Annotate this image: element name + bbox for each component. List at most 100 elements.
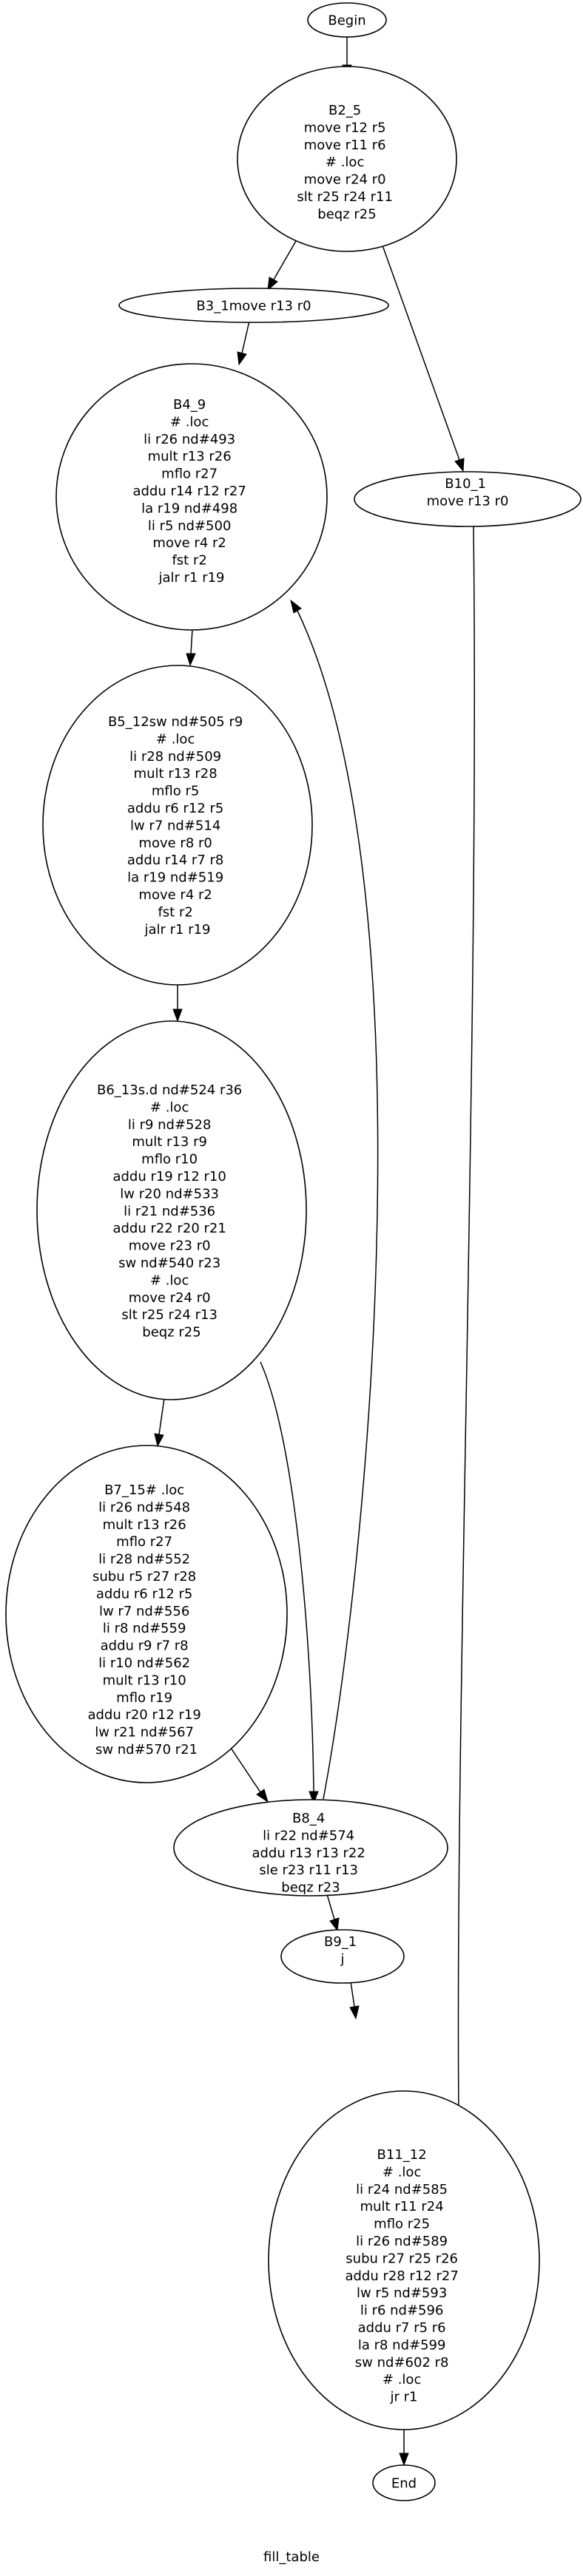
node-line: # .loc: [383, 2164, 421, 2180]
node-b8-text: B8_4 li r22 nd#574 addu r13 r13 r22 sle …: [252, 1811, 369, 1896]
node-line: mflo r5: [152, 784, 199, 799]
node-begin-text: Begin: [328, 13, 365, 28]
nodes: Begin B2_5 move r12 r5 move r11 r6 # .lo…: [5, 2, 582, 2501]
node-line: mflo r27: [161, 467, 218, 482]
node-b2: B2_5 move r12 r5 move r11 r6 # .loc move…: [237, 66, 457, 252]
node-line: addu r22 r20 r21: [112, 1221, 226, 1236]
edge-b6-b7: [158, 1397, 165, 1435]
node-line: addu r20 r12 r19: [87, 1707, 200, 1723]
node-b3-text: B3_1move r13 r0: [196, 298, 311, 313]
node-line: move r12 r5: [304, 120, 386, 135]
node-line: li r24 nd#585: [356, 2182, 448, 2197]
node-line: sw nd#570 r21: [95, 1742, 198, 1758]
node-line: addu r14 r12 r27: [132, 484, 246, 499]
edges: [154, 37, 476, 2467]
node-line: li r28 nd#509: [129, 749, 221, 765]
graph-caption: fill_table: [263, 2549, 320, 2565]
node-b2-text: B2_5 move r12 r5 move r11 r6 # .loc move…: [297, 103, 397, 222]
node-b7-text: B7_15# .loc li r26 nd#548 mult r13 r26 m…: [87, 1482, 205, 1758]
node-line: move r8 r0: [138, 835, 212, 851]
edge-b7-b8: [227, 1743, 261, 1793]
edge-b7-b8-arrowhead: [256, 1789, 269, 1803]
node-line: lw r7 nd#556: [99, 1604, 189, 1619]
node-line: jalr r1 r19: [158, 570, 224, 586]
node-b10: B10_1 move r13 r0: [354, 471, 582, 527]
node-line: B5_12sw nd#505 r9: [108, 714, 243, 730]
node-line: lw r20 nd#533: [120, 1186, 219, 1201]
node-line: slt r25 r24 r13: [121, 1307, 218, 1323]
node-line: move r13 r0: [427, 493, 509, 509]
node-line: mult r13 r26: [148, 449, 232, 464]
node-line: # .loc: [170, 414, 209, 430]
node-b7-shape: [5, 1445, 288, 1783]
node-b5-shape: [42, 665, 313, 986]
node-line: addu r7 r5 r6: [358, 2320, 446, 2336]
edge-b6-b8-arrowhead: [309, 1791, 319, 1805]
node-line: move r23 r0: [129, 1238, 211, 1254]
node-b9: B9_1 j: [280, 1929, 405, 1984]
node-end-shape: [372, 2464, 436, 2501]
node-line: # .loc: [150, 1272, 189, 1288]
node-b7: B7_15# .loc li r26 nd#548 mult r13 r26 m…: [5, 1445, 288, 1783]
edge-b10-b11: [457, 526, 476, 2115]
node-line: # .loc: [150, 1099, 189, 1115]
node-line: la r19 nd#519: [127, 870, 223, 886]
node-line: fst r2: [172, 553, 206, 569]
edge-b8-b4-arrowhead: [290, 599, 302, 614]
node-line: addu r9 r7 r8: [101, 1638, 189, 1654]
node-line: # .loc: [383, 2372, 421, 2387]
edge-b5-b6-arrowhead: [172, 1009, 183, 1023]
node-line: mflo r19: [116, 1690, 172, 1706]
node-b4-shape: [55, 363, 328, 631]
node-line: li r10 nd#562: [98, 1655, 190, 1671]
node-b9-shape: [280, 1929, 405, 1984]
node-line: addu r14 r7 r8: [127, 853, 223, 868]
node-begin: Begin: [307, 2, 387, 38]
node-line: addu r6 r12 r5: [127, 801, 223, 816]
node-b9-text: B9_1 j: [324, 1934, 361, 1967]
node-line: la r8 nd#599: [358, 2337, 446, 2353]
node-b11: B11_12 # .loc li r24 nd#585 mult r11 r24…: [268, 2090, 540, 2430]
node-b10-text: B10_1 move r13 r0: [427, 476, 509, 509]
edge-b8-b9: [326, 1894, 335, 1920]
node-line: lw r5 nd#593: [357, 2285, 447, 2301]
node-line: addu r28 r12 r27: [345, 2268, 458, 2284]
node-line: mult r11 r24: [360, 2199, 444, 2214]
node-line: B2_5: [328, 103, 361, 118]
node-b6-shape: [36, 1020, 307, 1400]
node-line: B6_13s.d nd#524 r36: [97, 1082, 242, 1098]
node-b4-text: B4_9 # .loc li r26 nd#493 mult r13 r26 m…: [132, 397, 250, 586]
node-line: li r26 nd#589: [356, 2234, 448, 2249]
edge-b4-b5: [190, 628, 193, 654]
node-line: mflo r27: [116, 1534, 172, 1550]
node-line: mflo r10: [141, 1152, 198, 1167]
node-line: subu r5 r27 r28: [92, 1569, 196, 1584]
edge-b4-b5-arrowhead: [186, 653, 196, 667]
node-line: B10_1: [445, 476, 486, 492]
edge-b8-b9-arrowhead: [329, 1917, 340, 1932]
edge-b2-b10-arrowhead: [454, 458, 465, 472]
node-line: li r21 nd#536: [124, 1204, 215, 1219]
node-b6: B6_13s.d nd#524 r36 # .loc li r9 nd#528 …: [36, 1020, 307, 1400]
node-line: B11_12: [377, 2147, 427, 2163]
edge-b8-b4: [297, 610, 379, 1800]
node-line: sw nd#602 r8: [355, 2355, 449, 2370]
edge-b11-end-arrowhead: [399, 2453, 409, 2467]
node-line: li r22 nd#574: [263, 1828, 354, 1843]
node-line: li r26 nd#548: [98, 1499, 190, 1515]
node-line: beqz r25: [317, 206, 376, 222]
node-line: move r4 r2: [152, 535, 226, 551]
node-line: B7_15# .loc: [104, 1482, 184, 1498]
node-line: B9_1: [324, 1934, 357, 1950]
node-line: jalr r1 r19: [144, 922, 210, 938]
node-line: j: [340, 1951, 344, 1967]
node-line: slt r25 r24 r11: [297, 189, 393, 205]
node-b3: B3_1move r13 r0: [118, 288, 389, 323]
node-b4: B4_9 # .loc li r26 nd#493 mult r13 r26 m…: [55, 363, 328, 631]
node-line: mult r13 r10: [103, 1672, 186, 1688]
node-begin-shape: [307, 2, 387, 38]
node-line: beqz r23: [281, 1880, 340, 1896]
node-line: li r8 nd#559: [103, 1621, 186, 1636]
node-line: lw r7 nd#514: [130, 818, 220, 833]
